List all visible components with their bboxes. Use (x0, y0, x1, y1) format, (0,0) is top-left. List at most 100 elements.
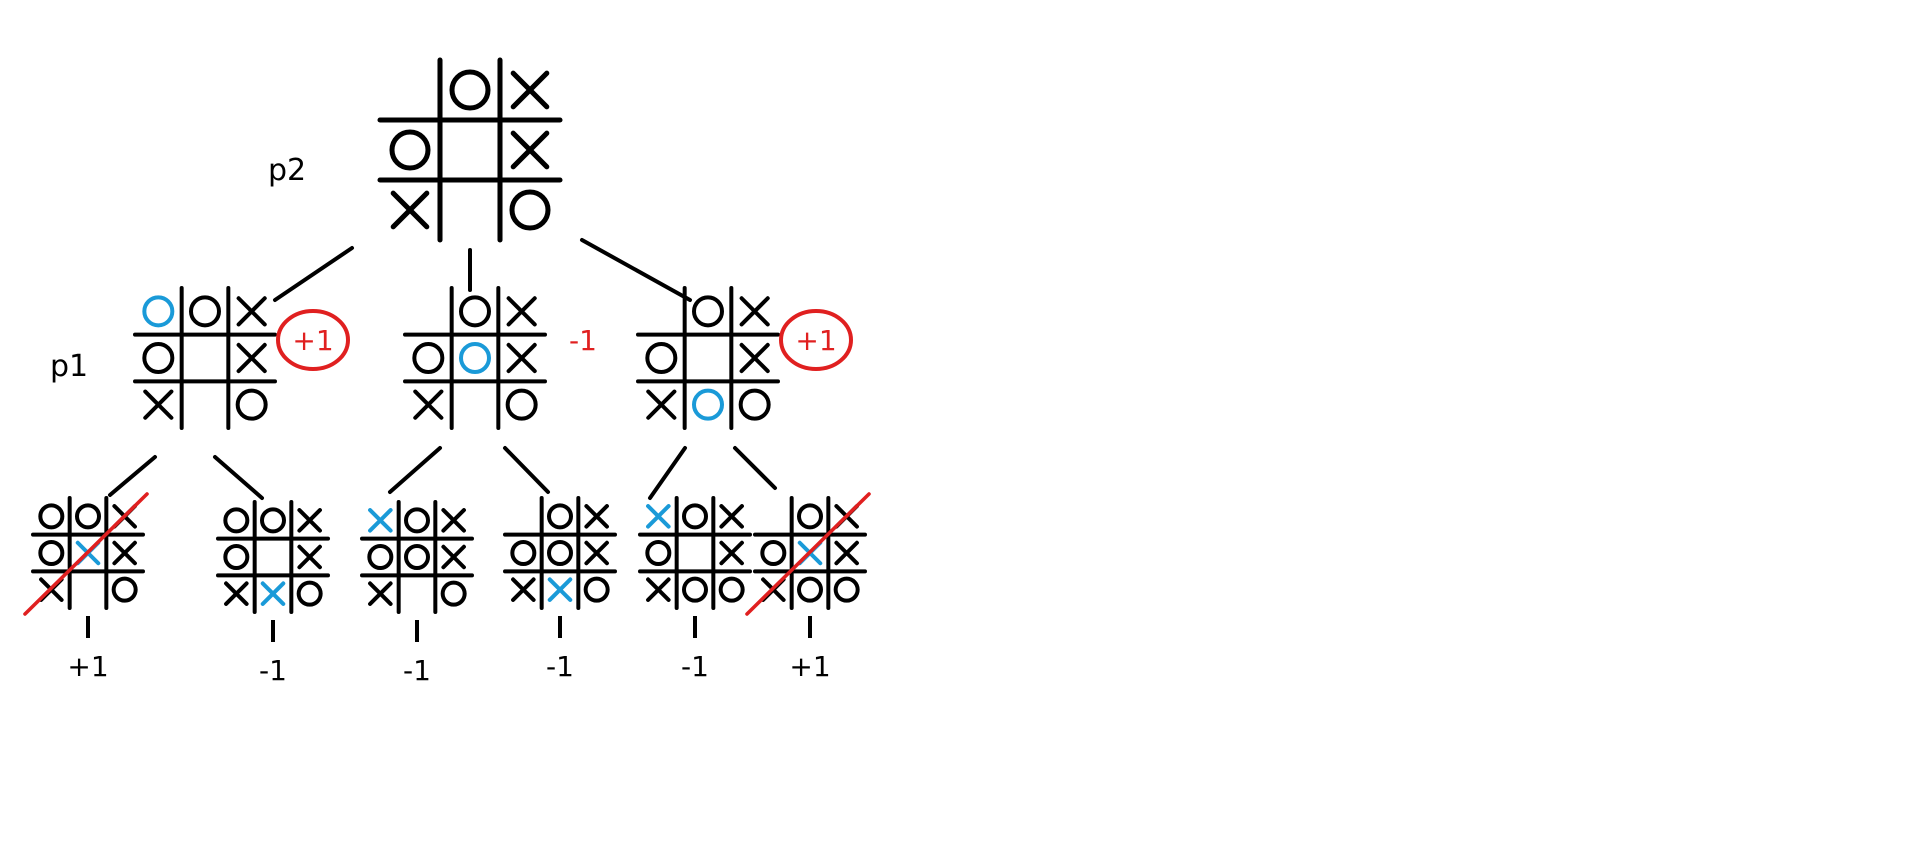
level1-board-1: +1 (133, 286, 350, 430)
o-mark (718, 576, 745, 603)
new-move-x-mark (547, 577, 573, 602)
o-mark (505, 388, 538, 421)
leaf-score-4: -1 (546, 650, 574, 683)
x-mark (236, 296, 267, 327)
x-stroke (368, 581, 393, 606)
x-mark (441, 508, 466, 533)
x-stroke (646, 389, 677, 420)
o-mark (38, 503, 65, 530)
x-stroke (739, 342, 770, 374)
x-stroke (260, 581, 286, 606)
o-mark (440, 580, 467, 607)
x-mark (646, 577, 671, 602)
o-mark (223, 507, 250, 534)
x-stroke (441, 508, 466, 533)
x-stroke (646, 577, 671, 602)
new-move-x-mark (368, 508, 393, 533)
x-stroke (511, 577, 536, 602)
x-mark (390, 190, 430, 230)
x-mark (224, 581, 249, 606)
o-mark (797, 503, 823, 530)
o-mark (296, 580, 323, 607)
x-stroke (584, 504, 609, 529)
new-move-x-mark (646, 504, 671, 529)
x-stroke (739, 296, 770, 327)
leaf-board-1: +1 (23, 492, 149, 683)
o-mark (142, 342, 175, 374)
leaf-board-2: -1 (216, 500, 330, 687)
o-mark (449, 69, 491, 111)
tree-edges (108, 238, 777, 500)
leaf-board-4: -1 (503, 496, 617, 683)
label-p2: p2 (268, 153, 306, 188)
new-move-x-mark (260, 581, 286, 606)
x-mark (143, 389, 174, 420)
o-mark (38, 540, 65, 566)
tree-boards: +1 -1 +1 +1 -1 -1 -1 -1 +1 (23, 57, 871, 687)
x-stroke (224, 581, 249, 606)
o-mark (367, 544, 394, 570)
x-stroke (112, 540, 137, 566)
level1-score-2: -1 (569, 324, 597, 357)
x-stroke (506, 296, 537, 327)
new-move-o-mark (459, 342, 491, 374)
leaf-board-6: +1 (745, 492, 871, 683)
x-mark (739, 296, 770, 327)
o-mark (682, 503, 708, 530)
leaf-score-3: -1 (403, 654, 431, 687)
tree-edge (648, 446, 687, 500)
leaf-score-6: +1 (789, 650, 830, 683)
x-stroke (719, 504, 744, 529)
o-mark (692, 295, 724, 328)
x-stroke (368, 508, 393, 533)
x-stroke (441, 544, 466, 570)
o-mark (459, 295, 491, 328)
win-line (23, 492, 149, 616)
x-stroke (143, 389, 174, 420)
o-mark (111, 576, 138, 603)
leaf-board-3: -1 (360, 500, 474, 687)
label-p1: p1 (50, 349, 88, 384)
level1-score-3: +1 (795, 324, 836, 357)
tree-edge (503, 446, 550, 494)
tree-edge (388, 446, 442, 494)
x-mark (510, 130, 550, 170)
tree-edge (273, 246, 354, 302)
o-mark (223, 544, 250, 570)
x-stroke (297, 544, 322, 570)
x-stroke (584, 540, 609, 566)
leaf-score-1: +1 (67, 650, 108, 683)
o-mark (235, 388, 268, 421)
o-mark (797, 576, 823, 603)
tree-edge (733, 446, 777, 490)
x-mark (297, 508, 322, 533)
x-mark (510, 70, 550, 110)
o-mark (645, 540, 672, 566)
x-mark (506, 296, 537, 327)
o-mark (583, 576, 610, 603)
x-mark (719, 540, 744, 566)
leaf-board-5: -1 (638, 496, 752, 683)
x-mark (441, 544, 466, 570)
leaf-score-2: -1 (259, 654, 287, 687)
x-stroke (297, 508, 322, 533)
o-mark (189, 295, 221, 328)
level1-board-3: +1 (636, 286, 853, 430)
score-circle (779, 309, 853, 371)
x-mark (297, 544, 322, 570)
o-mark (645, 342, 678, 374)
o-mark (547, 540, 573, 566)
x-mark (834, 540, 859, 566)
x-stroke (547, 577, 573, 602)
x-mark (511, 577, 536, 602)
x-mark (719, 504, 744, 529)
o-mark (412, 342, 445, 374)
o-mark (404, 507, 430, 534)
o-mark (75, 503, 101, 530)
x-mark (739, 342, 770, 374)
x-stroke (236, 296, 267, 327)
x-stroke (646, 504, 671, 529)
x-stroke (506, 342, 537, 374)
o-mark (682, 576, 708, 603)
